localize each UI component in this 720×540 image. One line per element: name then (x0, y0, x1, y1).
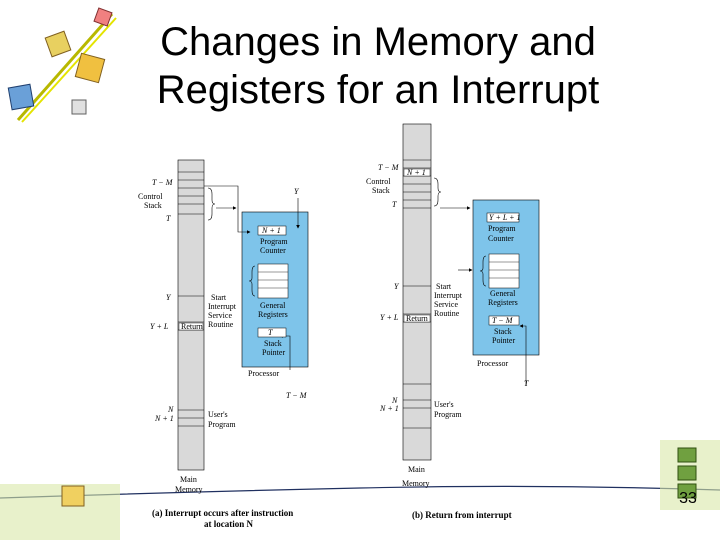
main-memory-column-b (402, 123, 432, 461)
main-memory-column-a (177, 159, 205, 471)
cubes-clipart-icon (7, 7, 117, 123)
caption-a-line-2: at location N (204, 519, 253, 529)
label-b-control-2: Stack (372, 186, 390, 195)
label-b-processor: Processor (477, 359, 508, 368)
label-a-return: Return (181, 322, 203, 331)
label-a-bottom-t-m: T − M (286, 391, 308, 400)
label-a-sp-value: T (268, 328, 273, 337)
slide-title: Changes in Memory and Registers for an I… (118, 18, 638, 114)
bottom-clipart-icon (0, 440, 720, 540)
label-a-pc-value: N + 1 (261, 226, 281, 235)
label-a-sp-1: Stack (264, 339, 282, 348)
label-a-t: T (166, 214, 171, 223)
label-b-y: Y (394, 282, 400, 291)
label-b-sp-value: T − M (492, 316, 514, 325)
label-a-y: Y (166, 293, 172, 302)
label-a-isr-1: Interrupt (208, 302, 237, 311)
label-b-main-1: Main (408, 465, 425, 474)
title-line-1: Changes in Memory and (160, 20, 596, 64)
label-a-pc-2: Counter (260, 246, 286, 255)
label-a-n1: N + 1 (154, 414, 174, 423)
label-b-isr-1: Interrupt (434, 291, 463, 300)
title-line-2: Registers for an Interrupt (156, 68, 600, 112)
label-a-control-1: Control (138, 192, 163, 201)
label-b-stack-entry: N + 1 (406, 168, 426, 177)
caption-a-line-1: (a) Interrupt occurs after instruction (152, 508, 293, 518)
panel-b: T − M N + 1 Control Stack T Y Start Inte… (366, 123, 540, 520)
label-a-n: N (167, 405, 174, 414)
label-b-return: Return (406, 314, 428, 323)
label-b-users-2: Program (434, 410, 462, 419)
label-a-y-l: Y + L (150, 322, 169, 331)
label-b-bottom-t: T (524, 379, 529, 388)
label-a-gr-1: General (260, 301, 286, 310)
label-b-sp-2: Pointer (492, 336, 515, 345)
label-a-users-2: Program (208, 420, 236, 429)
label-a-sp-2: Pointer (262, 348, 285, 357)
panel-a: T − M Y Control Stack T Y Start Interrup… (138, 159, 309, 529)
label-a-control-2: Stack (144, 201, 162, 210)
label-b-t: T (392, 200, 397, 209)
label-b-pc-1: Program (488, 224, 516, 233)
label-a-t-m: T − M (152, 178, 174, 187)
label-b-pc-2: Counter (488, 234, 514, 243)
label-a-processor: Processor (248, 369, 279, 378)
label-b-n1: N + 1 (379, 404, 399, 413)
label-b-control-1: Control (366, 177, 391, 186)
label-a-main-1: Main (180, 475, 197, 484)
label-b-gr-2: Registers (488, 298, 518, 307)
label-a-y-top: Y (294, 187, 300, 196)
label-b-sp-1: Stack (494, 327, 512, 336)
label-b-pc-value: Y + L + 1 (489, 213, 521, 222)
label-a-main-2: Memory (175, 485, 203, 494)
label-b-t-m: T − M (378, 163, 400, 172)
label-b-n: N (391, 396, 398, 405)
label-b-start: Start (436, 282, 452, 291)
label-a-start: Start (211, 293, 227, 302)
label-a-isr-3: Routine (208, 320, 234, 329)
label-b-isr-3: Routine (434, 309, 460, 318)
caption-b: (b) Return from interrupt (412, 510, 512, 520)
label-a-users-1: User's (208, 410, 228, 419)
label-b-gr-1: General (490, 289, 516, 298)
label-a-pc-1: Program (260, 237, 288, 246)
label-a-isr-2: Service (208, 311, 232, 320)
label-b-isr-2: Service (434, 300, 458, 309)
label-b-main-2: Memory (402, 479, 430, 488)
label-b-y-l: Y + L (380, 313, 399, 322)
slide-number: 33 (679, 490, 697, 507)
label-a-gr-2: Registers (258, 310, 288, 319)
label-b-users-1: User's (434, 400, 454, 409)
